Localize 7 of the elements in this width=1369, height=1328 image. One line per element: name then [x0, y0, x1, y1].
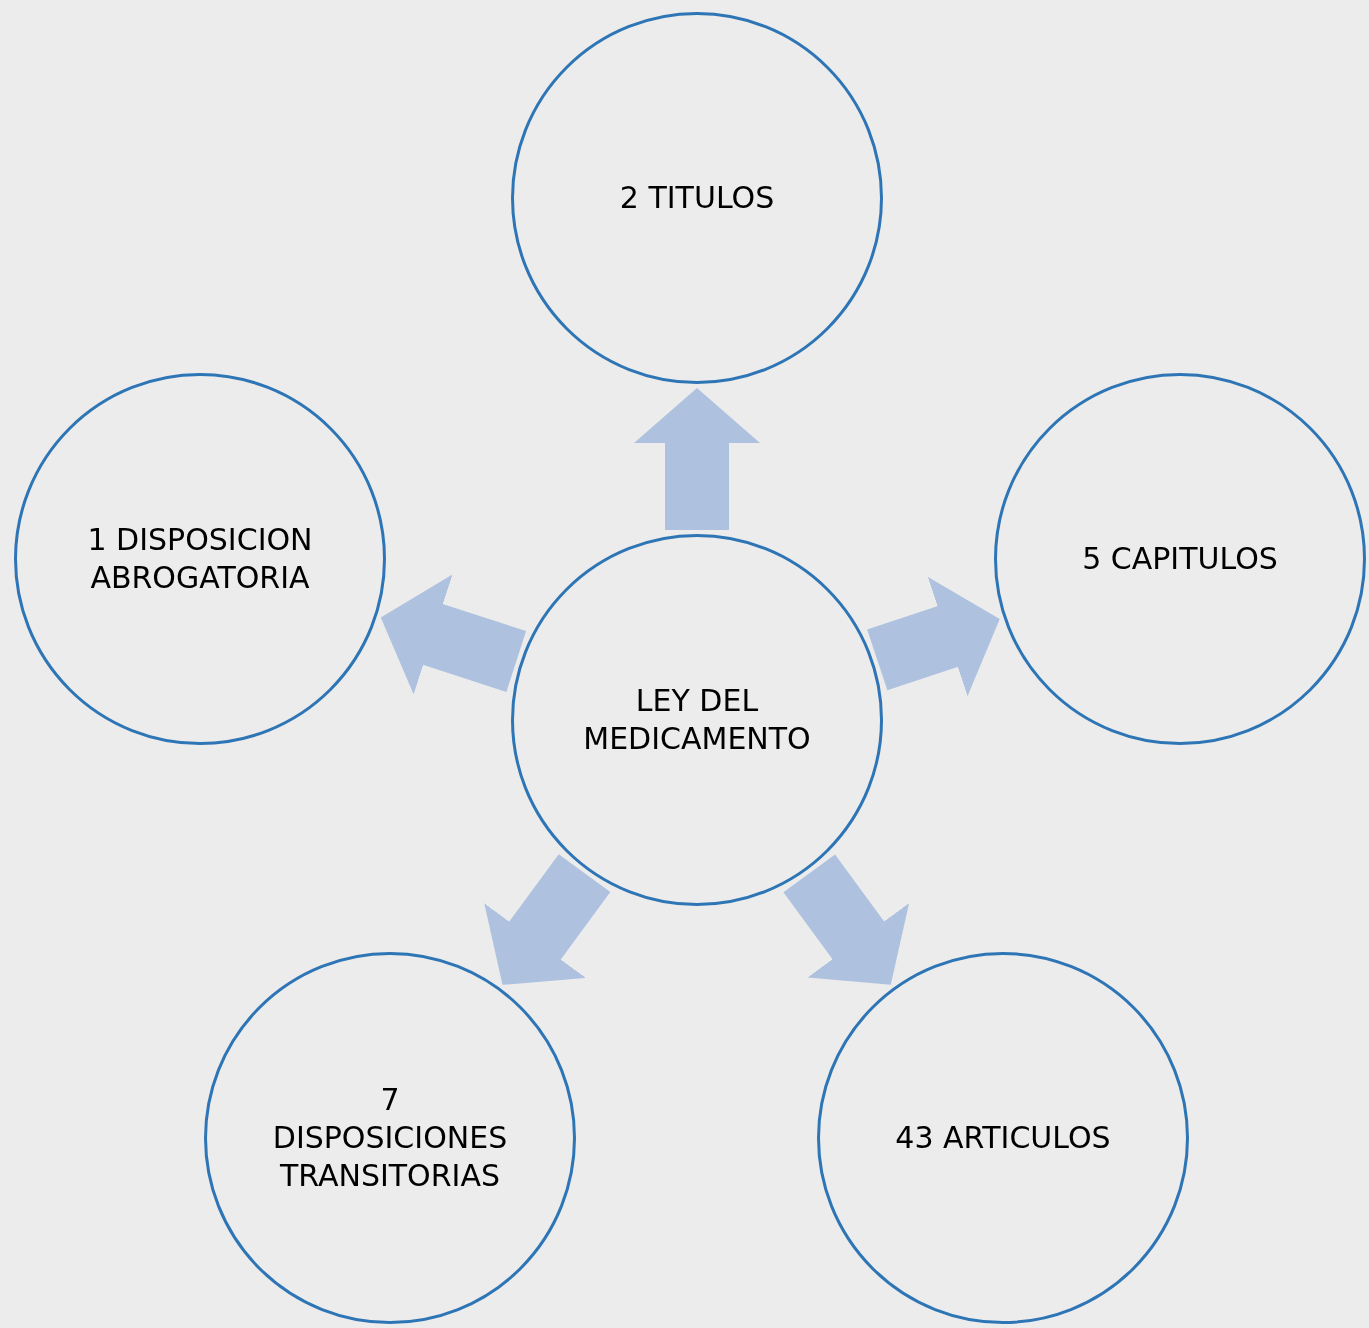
node-label: 1 DISPOSICION ABROGATORIA: [86, 521, 314, 597]
node-label: 2 TITULOS: [619, 179, 775, 217]
node-label: 5 CAPITULOS: [1082, 540, 1278, 578]
block-arrow: [634, 388, 760, 530]
node-label: LEY DEL MEDICAMENTO: [582, 682, 812, 758]
node-label: 43 ARTICULOS: [895, 1119, 1111, 1157]
node-label: 7 DISPOSICIONES TRANSITORIAS: [271, 1081, 509, 1195]
